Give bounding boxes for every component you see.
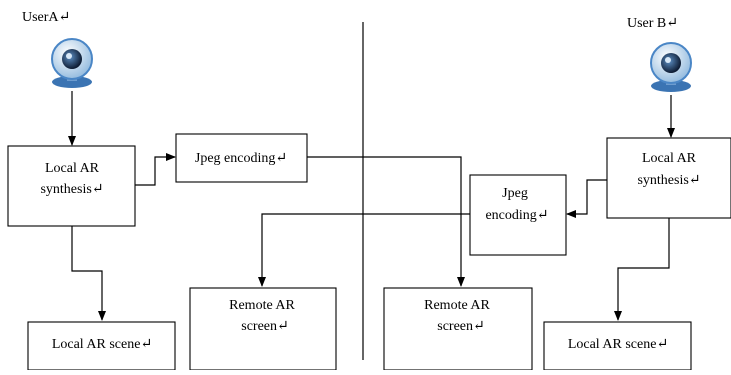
- arrow-right-synthesis-to-scene: [614, 218, 670, 321]
- right-jpeg-line1: Jpeg: [502, 186, 528, 201]
- right-jpeg-encoding-box: Jpeg encoding↵: [469, 174, 567, 256]
- arrow-right-synthesis-to-jpeg: [566, 179, 607, 218]
- right-synthesis-line1: Local AR: [642, 151, 697, 166]
- right-local-ar-synthesis-box: Local AR synthesis↵: [606, 137, 731, 219]
- user-a-label: UserA↵: [22, 10, 70, 25]
- right-scene-label: Local AR scene↵: [568, 337, 668, 352]
- left-local-ar-scene-box: Local AR scene↵: [27, 321, 176, 371]
- right-synthesis-line2: synthesis↵: [637, 173, 700, 188]
- right-local-ar-scene-box: Local AR scene↵: [543, 321, 692, 371]
- arrow-left-jpeg-to-remote-right: [307, 156, 465, 287]
- left-jpeg-label: Jpeg encoding↵: [195, 151, 287, 166]
- remote-ar-screen-left-box: Remote AR screen↵: [189, 287, 337, 371]
- left-jpeg-encoding-box: Jpeg encoding↵: [175, 133, 308, 183]
- remote-left-line1: Remote AR: [229, 298, 295, 313]
- left-local-ar-synthesis-box: Local AR synthesis↵: [7, 145, 136, 227]
- remote-right-line2: screen↵: [437, 319, 484, 334]
- arrow-left-synthesis-to-jpeg: [135, 153, 176, 186]
- left-synthesis-line2: synthesis↵: [40, 182, 103, 197]
- remote-left-line2: screen↵: [241, 319, 288, 334]
- remote-ar-screen-right-box: Remote AR screen↵: [383, 287, 533, 371]
- left-synthesis-line1: Local AR: [45, 161, 100, 176]
- user-b-label: User B↵: [627, 16, 678, 31]
- arrow-left-synthesis-to-scene: [71, 226, 106, 321]
- remote-right-line1: Remote AR: [424, 298, 490, 313]
- webcam-icon: [650, 42, 692, 92]
- arrow-right-jpeg-to-remote-left: [258, 213, 470, 287]
- right-jpeg-line2: encoding↵: [485, 208, 548, 223]
- left-scene-label: Local AR scene↵: [52, 337, 152, 352]
- webcam-icon: [51, 38, 93, 88]
